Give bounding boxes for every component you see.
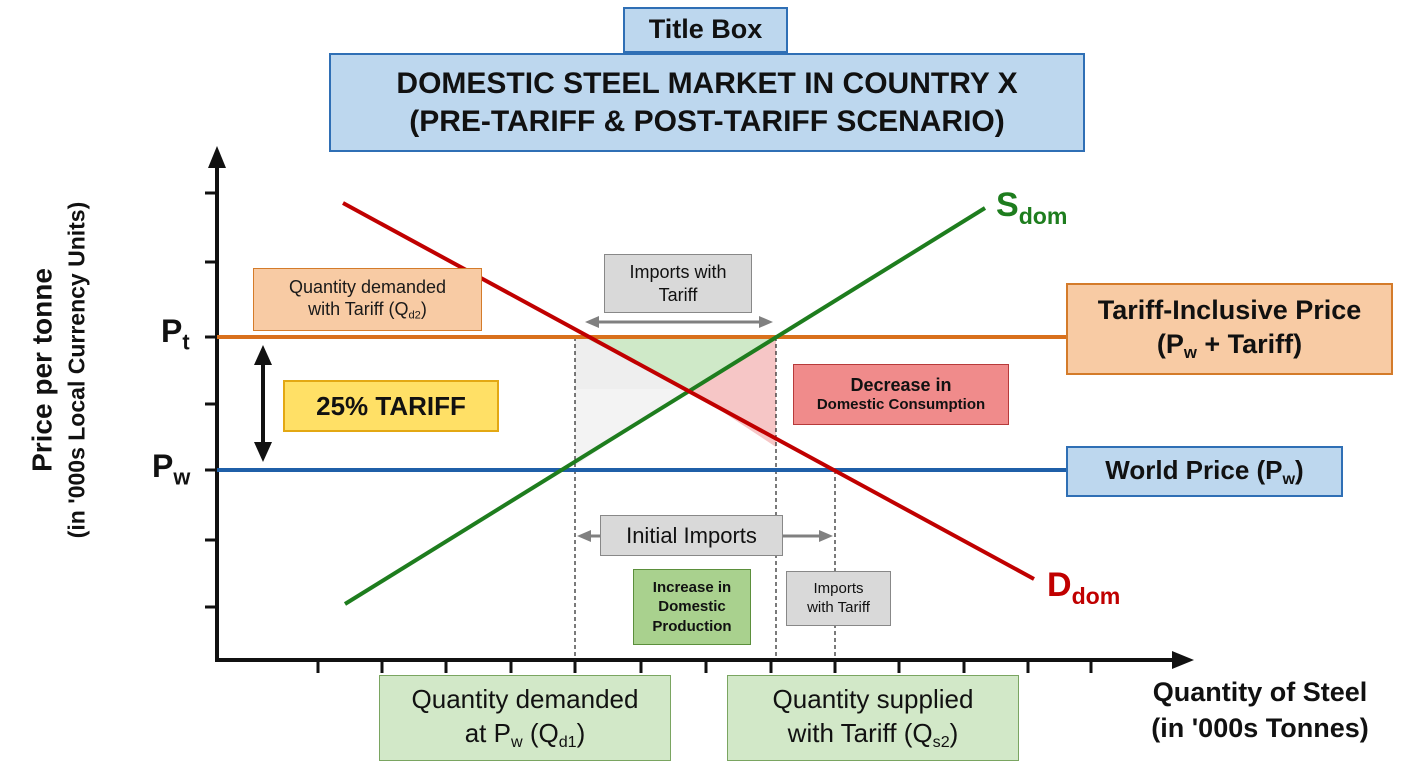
demand-sub: dom bbox=[1071, 583, 1121, 610]
qd2-line-1: Quantity demanded bbox=[288, 276, 447, 297]
qd1-line-2: at Pw (Qd1) bbox=[464, 718, 586, 751]
initial-imports-text: Initial Imports bbox=[626, 522, 757, 548]
qs2-line-1: Quantity supplied bbox=[772, 684, 974, 715]
y-axis-arrowhead bbox=[208, 146, 226, 168]
qs2-label-box: Quantity supplied with Tariff (Qs2) bbox=[727, 675, 1019, 761]
supply-sub: dom bbox=[1018, 203, 1068, 230]
pt-sub: t bbox=[182, 329, 190, 355]
demand-main: D bbox=[1047, 566, 1072, 604]
qd2-line-2: with Tariff (Qd2) bbox=[308, 299, 427, 322]
imports-bottom-line-2: with Tariff bbox=[807, 598, 870, 616]
qs2-line-2: with Tariff (Qs2) bbox=[787, 718, 959, 751]
imports-top-line-2: Tariff bbox=[658, 284, 698, 305]
x-axis-label-line-1: Quantity of Steel bbox=[1152, 677, 1368, 707]
world-price-box: World Price (Pw) bbox=[1066, 446, 1343, 497]
decrease-line-1: Decrease in bbox=[850, 374, 952, 395]
y-axis-ticks bbox=[205, 191, 217, 609]
decrease-line-2: Domestic Consumption bbox=[816, 396, 986, 414]
imports-with-tariff-box-top: Imports with Tariff bbox=[604, 254, 752, 313]
x-axis-label: Quantity of Steel (in '000s Tonnes) bbox=[1124, 674, 1396, 747]
tariff-percent-box: 25% TARIFF bbox=[283, 380, 499, 432]
tariff-inclusive-price-box: Tariff-Inclusive Price (Pw + Tariff) bbox=[1066, 283, 1393, 375]
tip-line-2: (Pw + Tariff) bbox=[1156, 328, 1303, 362]
title-box-tag-text: Title Box bbox=[648, 14, 763, 45]
title-box-tag: Title Box bbox=[623, 7, 788, 53]
decrease-consumption-box: Decrease in Domestic Consumption bbox=[793, 364, 1009, 425]
imports-with-tariff-box-bottom: Imports with Tariff bbox=[786, 571, 891, 626]
demand-curve bbox=[342, 201, 1035, 581]
supply-curve bbox=[343, 206, 987, 606]
title-line-2: (PRE-TARIFF & POST-TARIFF SCENARIO) bbox=[409, 104, 1005, 138]
increase-production-box: Increase in Domestic Production bbox=[633, 569, 751, 645]
pw-sub: w bbox=[173, 464, 191, 490]
increase-line-3: Production bbox=[652, 617, 732, 635]
title-box: DOMESTIC STEEL MARKET IN COUNTRY X (PRE-… bbox=[329, 53, 1085, 152]
shaded-green-region bbox=[583, 337, 776, 389]
qd1-label-box: Quantity demanded at Pw (Qd1) bbox=[379, 675, 671, 761]
pw-axis-label: Pw bbox=[152, 448, 190, 491]
increase-line-1: Increase in bbox=[652, 578, 732, 596]
shaded-red-region bbox=[688, 337, 776, 447]
qd1-line-1: Quantity demanded bbox=[411, 684, 639, 715]
increase-line-2: Domestic bbox=[658, 598, 726, 616]
x-axis-arrowhead bbox=[1172, 651, 1194, 669]
x-axis-ticks bbox=[316, 660, 1093, 673]
imports-top-line-1: Imports with bbox=[629, 262, 727, 282]
tip-line-1: Tariff-Inclusive Price bbox=[1097, 295, 1362, 326]
x-axis-label-line-2: (in '000s Tonnes) bbox=[1151, 713, 1369, 744]
qd2-label-box: Quantity demanded with Tariff (Qd2) bbox=[253, 268, 482, 331]
demand-curve-label: Ddom bbox=[1047, 566, 1120, 610]
pw-main: P bbox=[152, 448, 174, 484]
y-axis-label-line-1: Price per tonne bbox=[26, 268, 58, 472]
y-axis-label-line-2: (in '000s Local Currency Units) bbox=[63, 201, 90, 539]
title-line-1: DOMESTIC STEEL MARKET IN COUNTRY X bbox=[396, 67, 1018, 100]
supply-main: S bbox=[996, 186, 1019, 224]
world-price-text: World Price (Pw) bbox=[1105, 455, 1304, 488]
pt-main: P bbox=[161, 313, 183, 349]
supply-curve-label: Sdom bbox=[996, 186, 1067, 230]
tariff-percent-text: 25% TARIFF bbox=[316, 390, 466, 421]
pt-axis-label: Pt bbox=[161, 313, 190, 356]
imports-bottom-line-1: Imports bbox=[813, 579, 864, 597]
initial-imports-box: Initial Imports bbox=[600, 515, 783, 556]
